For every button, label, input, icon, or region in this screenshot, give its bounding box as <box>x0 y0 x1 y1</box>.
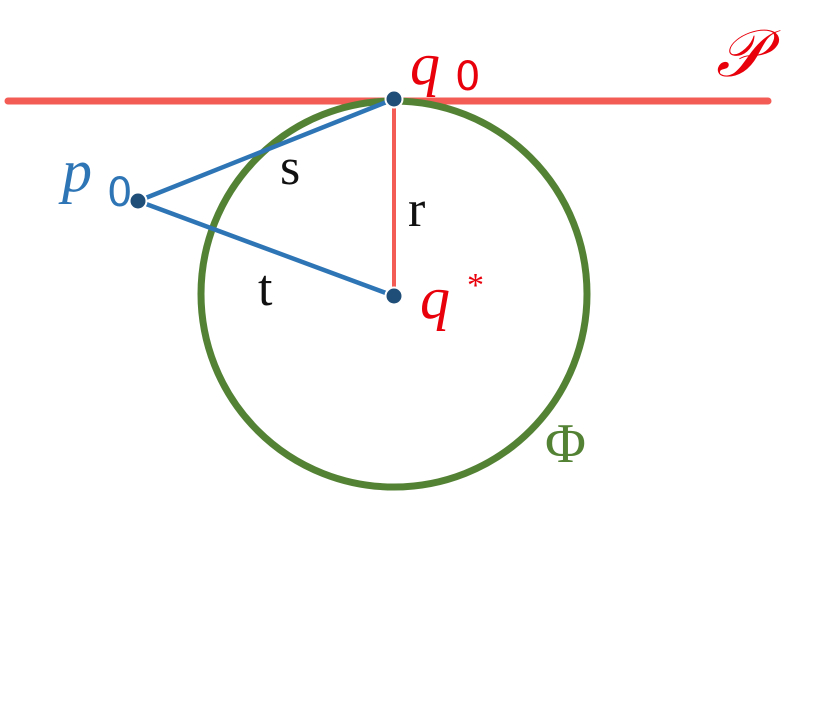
p0-label-letter: p <box>58 138 92 204</box>
p0-label: p 0 <box>58 138 132 216</box>
point-q-star <box>384 286 404 306</box>
point-q0 <box>384 89 404 109</box>
q-star-label-letter: q <box>420 265 450 331</box>
segment-s-label: s <box>280 139 300 196</box>
q0-label-subscript: 0 <box>455 54 480 100</box>
segment-r-label: r <box>408 181 425 238</box>
segment-s <box>135 96 397 204</box>
p0-label-subscript: 0 <box>107 170 132 216</box>
circle-label: Φ <box>545 413 586 475</box>
q0-label: q 0 <box>410 31 480 100</box>
q-star-label: q * <box>420 265 484 331</box>
q-star-label-superscript: * <box>467 267 484 304</box>
point-p0 <box>128 191 148 211</box>
q0-label-letter: q <box>410 31 440 97</box>
plane-label: 𝒫 <box>716 15 781 92</box>
segment-t <box>135 198 397 299</box>
segment-t-label: t <box>258 260 273 317</box>
